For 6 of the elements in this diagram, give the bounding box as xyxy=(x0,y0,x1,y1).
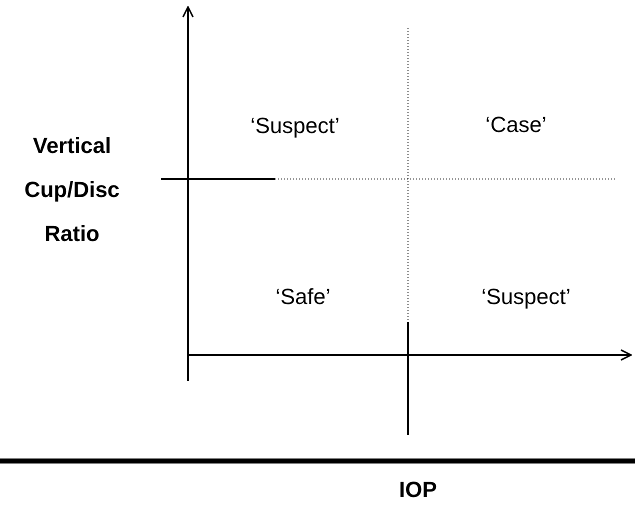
quadrant-label: ‘Suspect’ xyxy=(481,284,571,310)
axis-title: Vertical Cup/Disc Ratio xyxy=(23,132,121,248)
axis-title: IOP xyxy=(399,477,437,503)
quadrant-label: ‘Suspect’ xyxy=(250,113,340,139)
quadrant-label: ‘Case’ xyxy=(485,112,547,138)
quadrant-label: ‘Safe’ xyxy=(275,284,331,310)
